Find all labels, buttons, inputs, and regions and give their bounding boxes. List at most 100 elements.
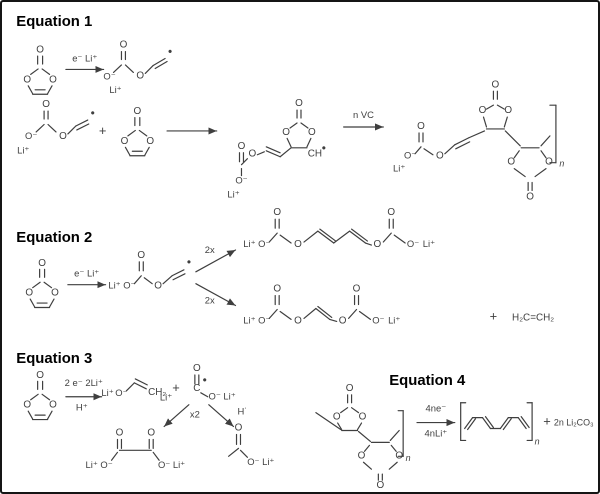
oxide-ion: O⁻ [407, 238, 419, 249]
repeat-subscript: n [559, 159, 564, 169]
plus-sign: + [172, 380, 180, 395]
ring-oxygen: O [308, 127, 316, 138]
equation-4-title: Equation 4 [389, 373, 466, 389]
oxide-ion: O⁻ [158, 459, 170, 470]
ester-oxygen: O [154, 281, 162, 292]
ester-oxygen: O [374, 239, 382, 250]
branch-arrow-bottom [195, 283, 237, 307]
arrow-label: 2x [205, 244, 215, 255]
oxide-ion: O⁻ [123, 280, 135, 291]
carbonyl-oxygen: O [353, 284, 361, 295]
oxide-ion: O⁻ [372, 314, 384, 325]
arrow-label: 4ne⁻ [426, 403, 447, 414]
lithium-carbonate-formula: 2n Li₂CO₃ [554, 418, 594, 428]
vinylene-carbonate [119, 105, 155, 157]
ring-oxygen: O [282, 127, 290, 138]
carbonyl-oxygen: O [235, 423, 243, 434]
oxide-ion: O⁻ [25, 130, 37, 141]
lithium-ion: Li⁺ [86, 459, 98, 470]
lithium-ion: Li⁺ [223, 391, 235, 402]
oxide-ion: O⁻ [115, 387, 127, 398]
repeat-subscript: n [535, 436, 540, 446]
ring-oxygen: O [359, 412, 367, 423]
arrow-label: 2 e⁻ 2Li⁺ [65, 377, 103, 388]
lithium-ion: Li⁺ [173, 459, 185, 470]
ester-oxygen: O [436, 151, 444, 162]
lithium-vinoxide: Li⁺ O⁻ CH₂ [101, 378, 166, 398]
ring-oxygen: O [545, 157, 553, 168]
oxide-ion: O⁻ [209, 391, 221, 402]
butadienylene-dicarbonate: Li⁺ O⁻ O O O O O⁻ Li⁺ [243, 207, 435, 250]
vinylene-dicarbonate: Li⁺ O⁻ O O O O O⁻ Li⁺ [243, 284, 400, 327]
equation-2-title: Equation 2 [16, 230, 92, 246]
carbonyl-oxygen: O [346, 383, 354, 394]
carbonyl-oxygen: O [492, 79, 500, 90]
carbonyl-oxygen: O [120, 40, 128, 51]
carbonyl-oxygen: O [42, 99, 50, 110]
lithium-formate: O O⁻ Li⁺ [227, 423, 274, 467]
radical-dot: • [322, 141, 326, 155]
radical-dot: • [168, 45, 172, 59]
carbonyl-oxygen: O [273, 284, 281, 295]
ester-oxygen: O [294, 315, 302, 326]
arrow-label: Li⁺ [160, 392, 172, 403]
carbonyl-oxygen: O [137, 250, 145, 261]
ring-oxygen: O [358, 450, 366, 461]
lithium-ion: Li⁺ [17, 145, 29, 156]
vc-radical-anion: O O⁻ Li⁺ O • [17, 99, 95, 156]
ester-oxygen: O [136, 70, 144, 81]
arrow-label: 2x [205, 295, 215, 306]
poly-vc-reactant: O O O O O O n [315, 383, 411, 491]
equation-1: Equation 1 e⁻ Li⁺ O O⁻ Li⁺ O • O O⁻ Li⁺ … [16, 14, 564, 203]
oxide-ion: O⁻ [258, 314, 270, 325]
vinylene-carbonate [24, 257, 60, 309]
arrow-label: x2 [190, 409, 200, 420]
lithium-ion: Li⁺ [243, 314, 255, 325]
carbonyl-oxygen: O [238, 141, 246, 152]
ester-oxygen: O [249, 149, 257, 160]
ester-oxygen: O [339, 315, 347, 326]
plus-sign: + [99, 123, 107, 138]
ring-oxygen: O [507, 157, 515, 168]
oxide-ion: O⁻ [404, 150, 416, 161]
arrow-label: H˙ [238, 406, 248, 417]
methylene-group: CH₂ [148, 387, 166, 398]
ring-oxygen: O [333, 412, 341, 423]
carbonyl-oxygen: O [116, 427, 124, 438]
ester-oxygen: O [294, 239, 302, 250]
radical-dot: • [91, 106, 95, 120]
ethylene-formula: H₂C=CH₂ [512, 312, 554, 323]
carbonyl-oxygen: O [387, 207, 395, 218]
carbonyl-oxygen: O [147, 427, 155, 438]
lithium-ion: Li⁺ [227, 188, 239, 199]
arrow-label: e⁻ Li⁺ [74, 268, 99, 279]
polyacetylene: n [460, 402, 540, 446]
plus-sign: + [543, 414, 551, 429]
branch-arrow-left [163, 404, 190, 428]
poly-vc-product: Li⁺ O⁻ O O O O O O O O [393, 79, 564, 202]
equation-3-title: Equation 3 [16, 351, 92, 367]
lithium-ion: Li⁺ [108, 280, 120, 291]
radical-dot: • [187, 255, 191, 269]
carbonyl-oxygen: O [295, 98, 303, 109]
lithium-ion: Li⁺ [109, 84, 121, 95]
arrow-label: 4nLi⁺ [425, 427, 448, 438]
vinylene-carbonate [22, 43, 58, 95]
lithium-ion: Li⁺ [423, 238, 435, 249]
vinylene-carbonate [22, 369, 58, 421]
vc-radical-anion: Li⁺ O⁻ O O • [108, 250, 191, 292]
plus-sign: + [490, 308, 498, 323]
branch-arrow-top [195, 249, 237, 273]
equation-1-title: Equation 1 [16, 14, 92, 30]
vc-radical-anion: O O⁻ Li⁺ O • [103, 40, 172, 96]
lithium-ion: Li⁺ [243, 238, 255, 249]
co2-radical-anion: O C • O⁻ Li⁺ [193, 363, 236, 402]
oxide-ion: O⁻ [100, 459, 112, 470]
radical-carbon: CH [308, 149, 322, 160]
arrow-label: n VC [353, 109, 374, 120]
carbonyl-oxygen: O [526, 191, 534, 202]
carbonyl-oxygen: O [417, 121, 425, 132]
radical-dot: • [203, 373, 207, 387]
